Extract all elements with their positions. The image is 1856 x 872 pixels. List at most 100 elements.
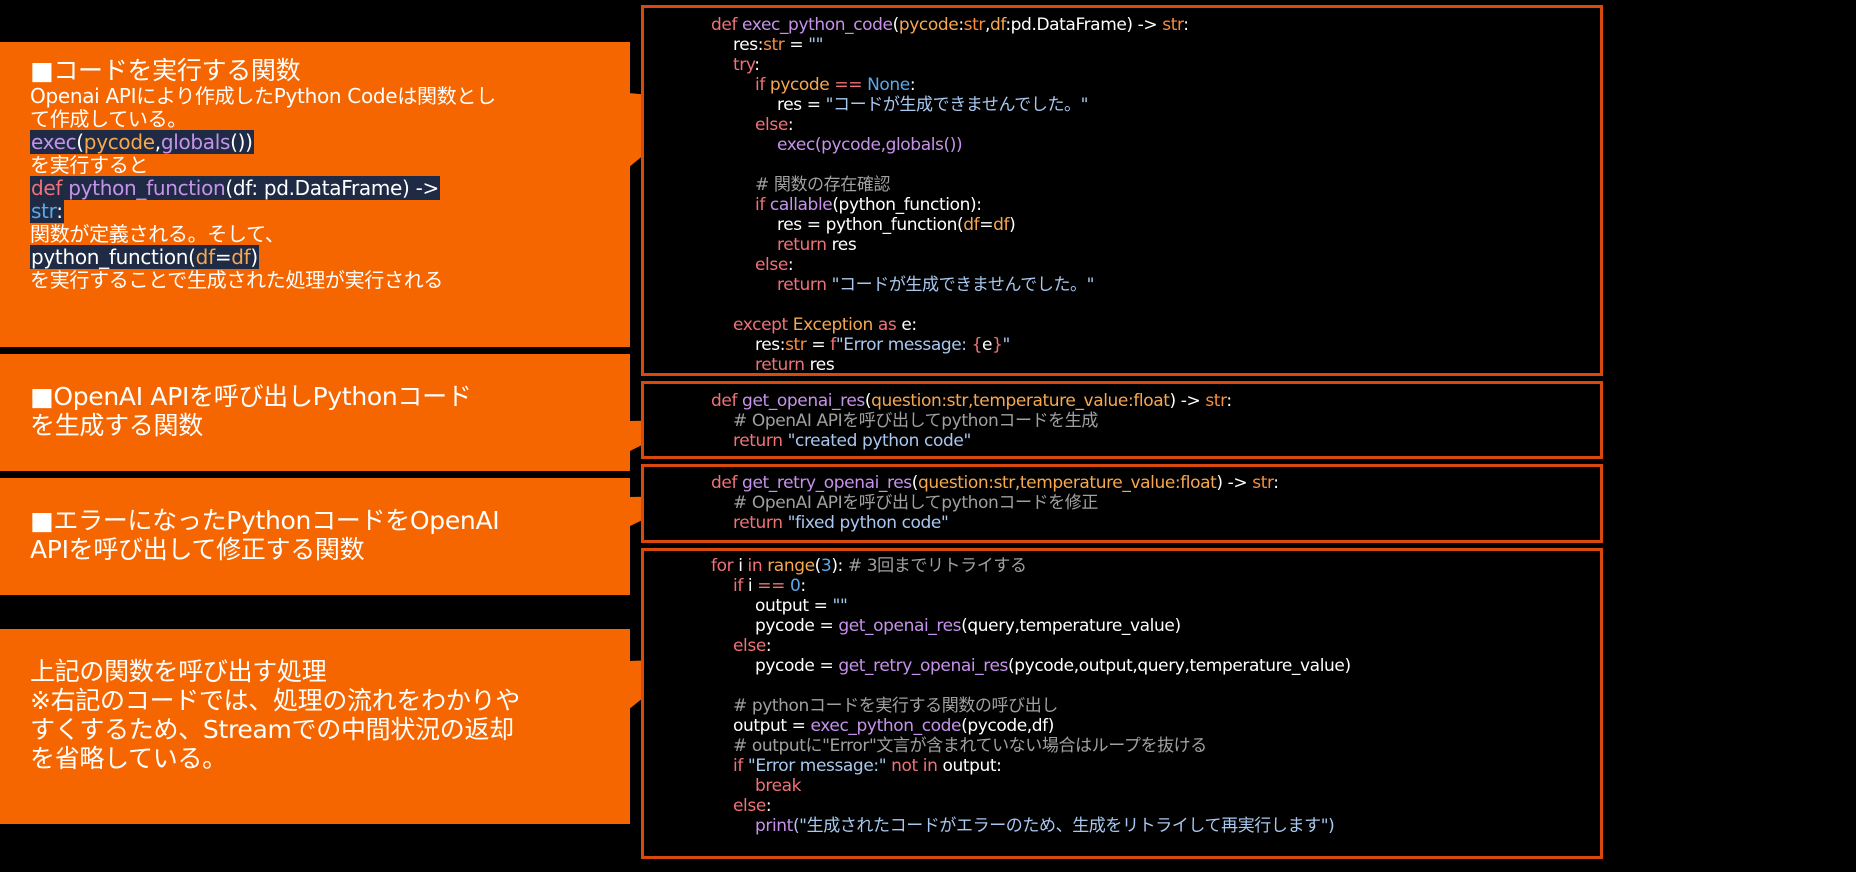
code-token: , xyxy=(984,15,990,35)
code-token: = xyxy=(214,245,232,269)
code-token: ()) xyxy=(230,130,253,154)
code-highlight: python_function(df=df) xyxy=(30,245,259,269)
code-line xyxy=(711,676,1351,696)
code-token: ("生成されたコードがエラーのため、生成をリトライして再実行します") xyxy=(792,816,1335,836)
code-token: ) -> xyxy=(1216,473,1253,493)
code-token: "コードが生成できませんでした。" xyxy=(825,95,1089,115)
callout-note-line: すくするため、Streamでの中間状況の返却 xyxy=(30,715,514,744)
code-token: (python_function): xyxy=(832,195,982,215)
code-token: : xyxy=(909,75,916,95)
code-token: } xyxy=(992,335,1003,355)
code-block: def exec_python_code(pycode:str,df:pd.Da… xyxy=(711,15,1189,375)
code-line: res:str = "" xyxy=(711,35,1189,55)
code-token: def xyxy=(711,391,743,411)
code-token: get_retry_openai_res xyxy=(838,656,1009,676)
code-line: # OpenAI APIを呼び出してpythonコードを修正 xyxy=(711,493,1279,513)
callout-note-line: ※右記のコードでは、処理の流れをわかりや xyxy=(30,686,520,715)
inline-code-line: python_function(df=df) xyxy=(30,245,630,269)
callout-title: 上記の関数を呼び出す処理 xyxy=(30,657,327,686)
code-line: output = "" xyxy=(711,596,1351,616)
code-block: def get_retry_openai_res(question:str,te… xyxy=(711,473,1279,533)
code-box-get-openai-res: def get_openai_res(question:str,temperat… xyxy=(641,381,1603,459)
code-token: "" xyxy=(808,35,824,55)
code-token: , xyxy=(154,130,161,154)
code-line xyxy=(711,155,1189,175)
callout-note-line: を省略している。 xyxy=(30,744,227,773)
code-token: res xyxy=(809,355,835,375)
code-line: # 関数の存在確認 xyxy=(711,175,1189,195)
code-token: break xyxy=(755,776,802,796)
code-token: if xyxy=(733,756,748,776)
code-line: output = exec_python_code(pycode,df) xyxy=(711,716,1351,736)
code-token: pycode = xyxy=(755,616,839,636)
code-line: except Exception as e: xyxy=(711,315,1189,335)
code-token: "" xyxy=(832,596,848,616)
code-line: # OpenAI APIを呼び出してpythonコードを生成 xyxy=(711,411,1232,431)
code-token: :pd.DataFrame) -> xyxy=(1005,15,1163,35)
code-token: "Error message:" xyxy=(747,756,892,776)
code-token: not in xyxy=(891,756,943,776)
code-line: res = python_function(df=df) xyxy=(711,215,1189,235)
code-token: { xyxy=(971,335,983,355)
code-token: "Error message: xyxy=(835,335,972,355)
code-token: output = xyxy=(755,596,833,616)
code-token: pycode xyxy=(769,75,835,95)
code-token: ( xyxy=(76,130,84,154)
code-token: exec xyxy=(31,130,77,154)
callout-title: ■OpenAI APIを呼び出しPythonコード xyxy=(30,382,472,411)
code-highlight: str: xyxy=(30,199,64,223)
code-token: python_function( xyxy=(31,245,196,269)
code-token: question:str,temperature_value:float xyxy=(918,473,1217,493)
code-token: callable xyxy=(769,195,833,215)
code-token: : xyxy=(1273,473,1279,493)
code-line: return res xyxy=(711,355,1189,375)
inline-code-line: def python_function(df: pd.DataFrame) -> xyxy=(30,176,630,200)
code-token: get_openai_res xyxy=(742,391,865,411)
code-token: df xyxy=(963,215,980,235)
code-token: df xyxy=(195,245,215,269)
code-token: : xyxy=(800,576,806,596)
code-line: def exec_python_code(pycode:str,df:pd.Da… xyxy=(711,15,1189,35)
code-token: None xyxy=(867,75,910,95)
code-token: res = xyxy=(777,95,826,115)
callout-body-line: Openai APIにより作成したPython Codeは関数とし xyxy=(30,84,496,108)
code-token: return xyxy=(755,355,810,375)
code-token: (pycode,df) xyxy=(961,716,1055,736)
code-line: break xyxy=(711,776,1351,796)
code-box-get-retry-openai-res: def get_retry_openai_res(question:str,te… xyxy=(641,464,1603,543)
code-token: range xyxy=(767,556,815,576)
callout-subtitle: を生成する関数 xyxy=(30,411,203,440)
code-token: else xyxy=(733,796,766,816)
code-token: "created python code" xyxy=(787,431,972,451)
code-token: return xyxy=(777,235,832,255)
code-token: res: xyxy=(733,35,764,55)
code-token: : xyxy=(765,636,772,656)
code-line: else: xyxy=(711,115,1189,135)
code-token: if xyxy=(755,195,770,215)
code-token: res xyxy=(831,235,857,255)
code-token: as xyxy=(877,315,902,335)
code-token: ): xyxy=(831,556,848,576)
code-line: if callable(python_function): xyxy=(711,195,1189,215)
code-token: "コードが生成できませんでした。" xyxy=(831,275,1095,295)
code-line: pycode = get_openai_res(query,temperatur… xyxy=(711,616,1351,636)
code-token: ) xyxy=(250,245,258,269)
code-token: try xyxy=(733,55,755,75)
code-highlight: exec(pycode,globals()) xyxy=(30,130,254,154)
code-token: Exception xyxy=(792,315,878,335)
code-line: try: xyxy=(711,55,1189,75)
code-token: output = xyxy=(733,716,811,736)
code-token: = xyxy=(979,215,994,235)
code-line xyxy=(711,295,1189,315)
code-token: pycode xyxy=(898,15,959,35)
code-token: : xyxy=(1226,391,1232,411)
code-token: : xyxy=(958,15,964,35)
code-token: output: xyxy=(942,756,1002,776)
code-token: (pycode,output,query,temperature_value) xyxy=(1008,656,1351,676)
code-token: ( xyxy=(814,556,822,576)
code-token: python_function xyxy=(68,176,226,200)
code-token: i xyxy=(747,576,758,596)
code-token: (query,temperature_value) xyxy=(961,616,1181,636)
code-line: if "Error message:" not in output: xyxy=(711,756,1351,776)
code-token: e xyxy=(982,335,993,355)
